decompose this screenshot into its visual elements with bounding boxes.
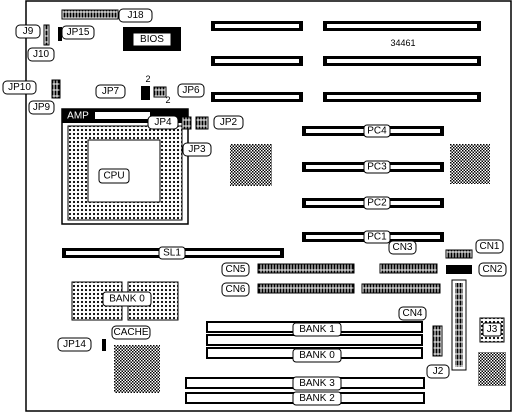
svg-text:JP3: JP3 bbox=[188, 144, 206, 155]
j9-header bbox=[43, 24, 50, 46]
pc2-label: PC2 bbox=[363, 196, 391, 210]
svg-text:CN3: CN3 bbox=[392, 242, 412, 253]
cache-bank0-label: BANK 0 bbox=[102, 291, 152, 307]
jp15-header bbox=[58, 27, 62, 41]
cn3-connector bbox=[379, 263, 438, 274]
cn2-label: CN2 bbox=[478, 262, 507, 277]
j9-label: J9 bbox=[15, 24, 41, 39]
cn1-header bbox=[445, 249, 473, 259]
svg-text:CN5: CN5 bbox=[225, 264, 245, 275]
svg-text:CN4: CN4 bbox=[402, 308, 422, 319]
svg-text:PC4: PC4 bbox=[367, 126, 387, 137]
cn6-connector bbox=[257, 283, 355, 294]
jp3-label: JP3 bbox=[182, 142, 212, 157]
svg-text:BANK 3: BANK 3 bbox=[299, 378, 335, 389]
jp7-pin-label: 2 bbox=[145, 74, 150, 84]
jp15-label: JP15 bbox=[61, 25, 95, 40]
cn5-connector bbox=[257, 263, 355, 274]
cpu-socket bbox=[61, 108, 189, 225]
j18-header bbox=[61, 9, 119, 20]
svg-text:PC3: PC3 bbox=[367, 162, 387, 173]
sl1-label: SL1 bbox=[158, 246, 186, 260]
svg-text:J10: J10 bbox=[33, 49, 50, 60]
j18-label: J18 bbox=[118, 8, 153, 23]
svg-text:JP7: JP7 bbox=[102, 86, 120, 97]
cn3-label: CN3 bbox=[388, 240, 417, 255]
pc1-label: PC1 bbox=[363, 230, 391, 244]
pc3-label: PC3 bbox=[363, 160, 391, 174]
svg-text:J18: J18 bbox=[127, 10, 144, 21]
j2-label: J2 bbox=[426, 364, 450, 379]
svg-text:PC1: PC1 bbox=[367, 232, 387, 243]
svg-text:CACHE: CACHE bbox=[113, 327, 148, 338]
jp10-label: JP10 bbox=[2, 80, 37, 95]
cpu-label: CPU bbox=[98, 168, 130, 184]
jp4-header bbox=[181, 116, 192, 130]
jp6-header bbox=[153, 86, 167, 98]
svg-text:AMP: AMP bbox=[67, 111, 89, 122]
svg-text:BANK 1: BANK 1 bbox=[299, 324, 335, 335]
jp6-pin-label: 2 bbox=[165, 95, 170, 105]
jp9-label: JP9 bbox=[28, 100, 55, 115]
cn6-label: CN6 bbox=[221, 282, 250, 297]
svg-text:BIOS: BIOS bbox=[140, 34, 164, 45]
cn4-label: CN4 bbox=[398, 306, 427, 321]
j10-label: J10 bbox=[27, 47, 55, 62]
jp6-label: JP6 bbox=[177, 83, 205, 98]
svg-text:JP6: JP6 bbox=[182, 85, 200, 96]
cn4-connector bbox=[361, 283, 441, 294]
jp2-header bbox=[195, 116, 209, 130]
j2-header bbox=[432, 325, 443, 357]
keyboard-connector-housing bbox=[478, 352, 506, 386]
svg-text:JP14: JP14 bbox=[63, 339, 86, 350]
svg-text:J9: J9 bbox=[23, 26, 34, 37]
amp-label: AMP bbox=[67, 111, 89, 122]
part-number: 34461 bbox=[390, 38, 415, 48]
svg-text:CN2: CN2 bbox=[482, 264, 502, 275]
jp10-header bbox=[51, 79, 61, 99]
svg-text:BANK 2: BANK 2 bbox=[299, 393, 335, 404]
j3-label: J3 bbox=[482, 322, 502, 337]
jp14-label: JP14 bbox=[57, 337, 92, 352]
pc4-label: PC4 bbox=[363, 124, 391, 138]
svg-text:JP4: JP4 bbox=[154, 117, 172, 128]
jp4-label: JP4 bbox=[147, 115, 179, 130]
cn5-label: CN5 bbox=[221, 262, 250, 277]
jp14-header bbox=[102, 339, 106, 351]
cn2-header bbox=[446, 265, 472, 274]
svg-text:BANK 0: BANK 0 bbox=[299, 350, 335, 361]
bank1-label: BANK 1 bbox=[292, 322, 342, 337]
cache-controller-chip bbox=[114, 345, 160, 393]
cache-label: CACHE bbox=[111, 325, 151, 340]
chipset-left bbox=[230, 144, 272, 186]
jp2-label: JP2 bbox=[213, 115, 244, 130]
svg-text:JP15: JP15 bbox=[67, 27, 90, 38]
svg-text:PC2: PC2 bbox=[367, 198, 387, 209]
jp7-label: JP7 bbox=[95, 84, 126, 99]
bank0-label: BANK 0 bbox=[292, 348, 342, 363]
cn1-label: CN1 bbox=[475, 239, 504, 254]
svg-text:CPU: CPU bbox=[103, 171, 124, 182]
svg-text:J2: J2 bbox=[433, 366, 444, 377]
svg-text:SL1: SL1 bbox=[163, 248, 181, 259]
bios-label: BIOS bbox=[132, 32, 172, 47]
svg-text:JP9: JP9 bbox=[33, 102, 51, 113]
svg-text:JP10: JP10 bbox=[8, 82, 31, 93]
svg-text:J3: J3 bbox=[487, 324, 498, 335]
jp7-header bbox=[141, 86, 150, 100]
bank2-label: BANK 2 bbox=[292, 391, 342, 406]
svg-text:BANK 0: BANK 0 bbox=[109, 294, 145, 305]
svg-text:CN6: CN6 bbox=[225, 284, 245, 295]
svg-text:JP2: JP2 bbox=[220, 117, 238, 128]
svg-text:CN1: CN1 bbox=[479, 241, 499, 252]
bank3-label: BANK 3 bbox=[292, 376, 342, 391]
chipset-right bbox=[450, 144, 490, 184]
